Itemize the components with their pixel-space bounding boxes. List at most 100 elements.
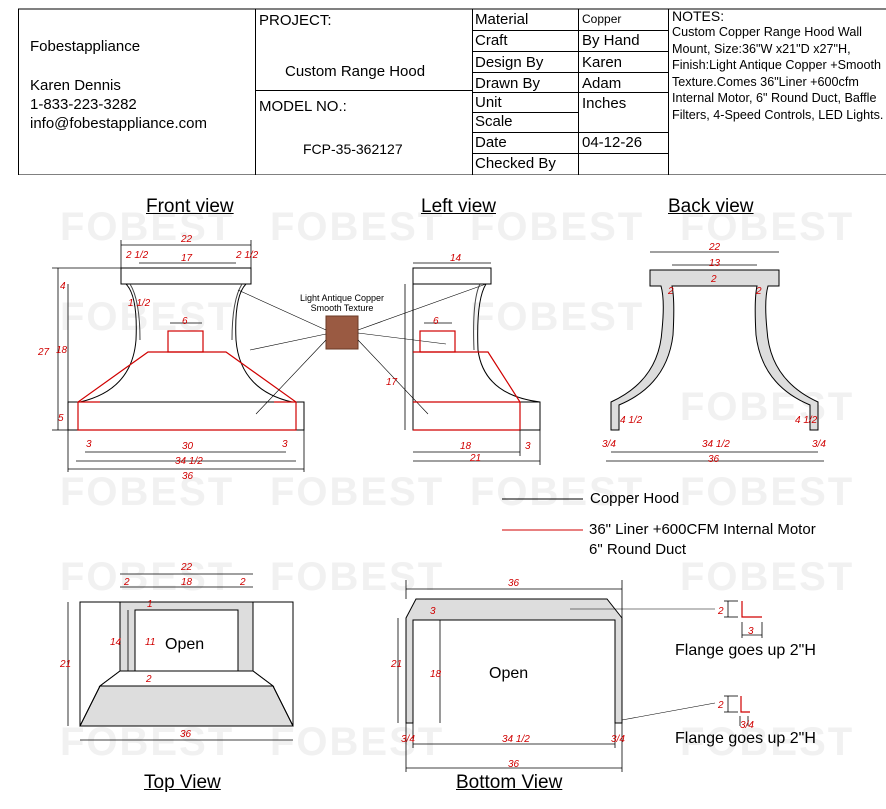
spec-value-craft: By Hand (582, 32, 640, 49)
flange-detail-1-width (741, 622, 763, 638)
title-block-grid (18, 8, 886, 175)
dim-label: 18 (460, 441, 472, 452)
contact-phone: 1-833-223-3282 (30, 96, 137, 113)
dim-label: 18 (181, 577, 193, 588)
dim-label: 36 (180, 729, 192, 740)
project-label: PROJECT: (259, 12, 332, 29)
top-view-open-label: Open (165, 636, 205, 653)
dim-label: 36 (708, 454, 720, 465)
dim-label: 34 1/2 (702, 439, 730, 450)
spec-label-design-by: Design By (475, 54, 544, 71)
dim-label: 22 (180, 234, 193, 245)
top-view-title: Top View (144, 772, 221, 793)
dim-label: 1 1/2 (128, 298, 151, 309)
front-view-liner (77, 330, 297, 431)
dim-label: 36 (508, 578, 520, 589)
notes-title: NOTES: (672, 8, 725, 24)
front-view-dimension-lines (52, 240, 305, 472)
top-view-dimensions: 22 2 18 2 14 11 1 2 21 36 (59, 562, 246, 740)
top-view-dimension-lines (67, 573, 293, 741)
dim-label: 2 (717, 700, 724, 711)
dim-label: 2 (667, 286, 674, 297)
model-value: FCP-35-362127 (303, 141, 403, 157)
flange-note-2: Flange goes up 2"H (675, 730, 816, 747)
spec-label-date: Date (475, 134, 507, 151)
top-view-drawing (79, 601, 294, 727)
back-view-drawing (610, 269, 819, 431)
dim-label: 3/4 (740, 720, 754, 731)
copper-swatch (325, 315, 359, 350)
spec-value-drawn-by: Adam (582, 75, 622, 92)
dim-label: 14 (450, 253, 462, 264)
company-name: Fobestappliance (30, 38, 141, 55)
dim-label: 21 (390, 659, 402, 670)
flange-detail-2 (724, 695, 749, 726)
spec-value-unit: Inches (582, 95, 627, 112)
dim-label: 22 (180, 562, 193, 573)
dim-label: 3 (525, 441, 531, 452)
flange-detail-2-profile (740, 696, 750, 713)
bottom-view-title: Bottom View (456, 772, 563, 793)
spec-value-date: 04-12-26 (582, 134, 643, 151)
flange-detail-1 (724, 600, 738, 618)
dim-label: 22 (708, 242, 721, 253)
left-view-dimension-lines (404, 262, 541, 465)
dim-label: 18 (430, 669, 442, 680)
technical-drawings: 22 17 2 1/2 2 1/2 4 27 18 1 1/2 6 5 30 3… (37, 234, 826, 772)
dim-label: 3/4 (602, 439, 616, 450)
left-view-title: Left view (421, 196, 496, 217)
dim-label: 2 (755, 286, 762, 297)
dim-label: 2 (710, 274, 717, 285)
dim-label: 36 (182, 471, 194, 482)
bottom-view-dimension-lines (397, 580, 623, 772)
dim-label: 3/4 (812, 439, 826, 450)
dim-label: 2 (239, 577, 246, 588)
dim-label: 3 (748, 626, 754, 637)
dim-label: 34 1/2 (502, 734, 530, 745)
dim-label: 4 1/2 (620, 415, 643, 426)
contact-name: Karen Dennis (30, 77, 121, 94)
dim-label: 5 (58, 413, 64, 424)
dim-label: 3 (86, 439, 92, 450)
dim-label: 6 (182, 316, 188, 327)
legend-liner-line2: 6" Round Duct (589, 541, 687, 558)
flange-note-1: Flange goes up 2"H (675, 642, 816, 659)
dim-label: 4 1/2 (795, 415, 818, 426)
swatch-label-line2: Smooth Texture (311, 303, 374, 313)
dim-label: 2 1/2 (235, 250, 259, 261)
bottom-view-leader-lines (570, 608, 716, 721)
dim-label: 2 1/2 (125, 250, 149, 261)
dim-label: 17 (181, 253, 193, 264)
dim-label: 4 (60, 281, 66, 292)
spec-label-material: Material (475, 11, 529, 28)
dim-label: 13 (709, 258, 721, 269)
bottom-view-dimensions: 36 3 21 18 3/4 34 1/2 3/4 36 (390, 578, 625, 770)
spec-label-scale: Scale (475, 113, 513, 130)
left-view-drawing (412, 267, 541, 431)
dim-label: 27 (37, 347, 50, 358)
left-view-liner (413, 330, 521, 431)
spec-value-design-by: Karen (582, 54, 623, 71)
spec-label-craft: Craft (475, 32, 508, 49)
dim-label: 2 (717, 606, 724, 617)
contact-email: info@fobestappliance.com (30, 115, 207, 132)
project-value: Custom Range Hood (285, 63, 426, 80)
spec-label-drawn-by: Drawn By (475, 75, 541, 92)
dim-label: 3 (282, 439, 288, 450)
back-view-dimension-lines (606, 251, 824, 462)
front-view-title: Front view (146, 196, 234, 217)
dim-label: 3/4 (401, 734, 415, 745)
dim-label: 18 (56, 345, 68, 356)
model-label: MODEL NO.: (259, 98, 347, 115)
spec-label-unit: Unit (475, 94, 502, 111)
dim-label: 30 (182, 441, 194, 452)
left-view-dimensions: 14 6 17 18 3 21 (386, 253, 531, 464)
flange-detail-1-profile (741, 601, 762, 618)
bottom-view-open-label: Open (489, 665, 529, 682)
back-view-title: Back view (668, 196, 754, 217)
dim-label: 1 (147, 599, 153, 610)
notes-block: NOTES: Custom Copper Range Hood Wall Mou… (672, 9, 884, 124)
front-view-dimensions: 22 17 2 1/2 2 1/2 4 27 18 1 1/2 6 5 30 3… (37, 234, 288, 482)
front-view-drawing (67, 267, 305, 431)
bottom-view-drawing (405, 598, 623, 724)
